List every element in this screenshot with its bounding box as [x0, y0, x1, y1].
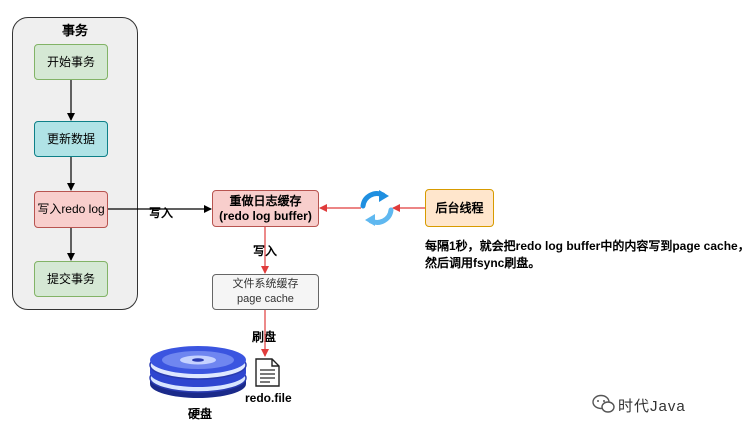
page-cache-subtitle: page cache: [237, 293, 294, 305]
commit-transaction-node[interactable]: 提交事务: [34, 261, 108, 297]
disk-label: 硬盘: [188, 407, 213, 421]
start-transaction-label: 开始事务: [46, 54, 95, 69]
diagram-connectors: [67, 80, 615, 413]
flush-note-line-1: 每隔1秒，就会把redo log buffer中的内容写到page cache，: [425, 239, 750, 253]
start-transaction-node[interactable]: 开始事务: [34, 44, 108, 80]
page-cache-node[interactable]: 文件系统缓存 page cache: [212, 274, 319, 310]
background-thread-label: 后台线程: [435, 200, 484, 215]
page-cache-title: 文件系统缓存: [232, 278, 299, 290]
watermark-text: 时代Java: [618, 398, 686, 415]
document-icon: [255, 358, 280, 387]
redo-log-buffer-subtitle: (redo log buffer): [219, 208, 312, 223]
sync-icon: [360, 190, 394, 226]
background-thread-node[interactable]: 后台线程: [425, 189, 494, 227]
write-redo-log-label: 写入redo log: [37, 202, 105, 216]
flush-note-line-2: 然后调用fsync刷盘。: [425, 256, 541, 270]
update-data-node[interactable]: 更新数据: [34, 121, 108, 157]
flush-note: 每隔1秒，就会把redo log buffer中的内容写到page cache，…: [425, 238, 750, 272]
write-redo-log-node[interactable]: 写入redo log: [34, 191, 108, 228]
transaction-group-title: 事务: [61, 23, 88, 38]
disk-icon: [149, 346, 247, 398]
wechat-logo-icon: [592, 394, 615, 413]
redo-log-buffer-title: 重做日志缓存: [229, 193, 302, 208]
flush-label: 刷盘: [252, 330, 277, 344]
redo-log-buffer-node[interactable]: 重做日志缓存 (redo log buffer): [212, 190, 319, 227]
update-data-label: 更新数据: [46, 131, 95, 146]
redo-file-label: redo.file: [245, 391, 292, 405]
commit-transaction-label: 提交事务: [46, 271, 95, 286]
